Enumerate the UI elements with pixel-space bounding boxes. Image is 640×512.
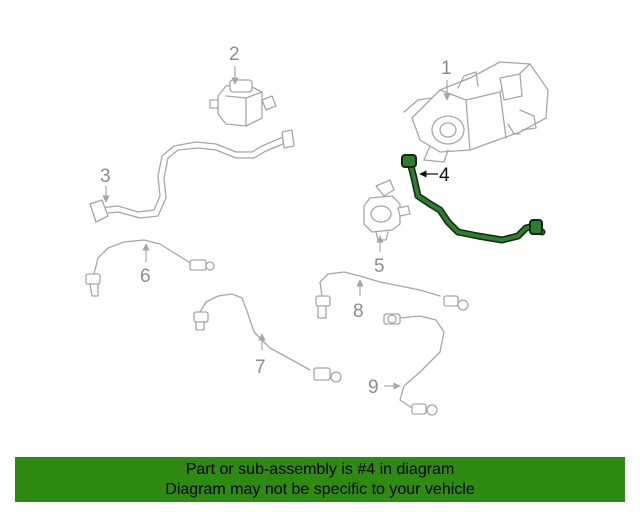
- part-7-o2-sensor: [193, 293, 342, 383]
- part-2-purge-valve: [209, 79, 277, 127]
- part-3-vent-hose: [89, 129, 295, 223]
- callout-1: 1: [441, 58, 452, 79]
- part-1-canister: [403, 61, 549, 163]
- callout-8: 8: [353, 301, 364, 322]
- part-8-o2-sensor: [315, 271, 469, 319]
- part-6-o2-sensor: [85, 239, 215, 297]
- info-banner: Part or sub-assembly is #4 in diagram Di…: [15, 457, 625, 502]
- callout-6: 6: [140, 266, 151, 287]
- banner-line-2: Diagram may not be specific to your vehi…: [165, 481, 475, 498]
- part-5-check-valve: [363, 179, 411, 241]
- callout-9: 9: [368, 377, 379, 398]
- part-4-hose-highlighted[interactable]: [401, 154, 546, 244]
- banner-line-1: Part or sub-assembly is #4 in diagram: [185, 461, 455, 478]
- callout-4: 4: [439, 165, 450, 186]
- callout-7: 7: [255, 357, 266, 378]
- callout-2: 2: [229, 44, 240, 65]
- part-9-o2-sensor: [383, 313, 445, 416]
- callout-5: 5: [374, 256, 385, 277]
- callout-3: 3: [100, 166, 111, 187]
